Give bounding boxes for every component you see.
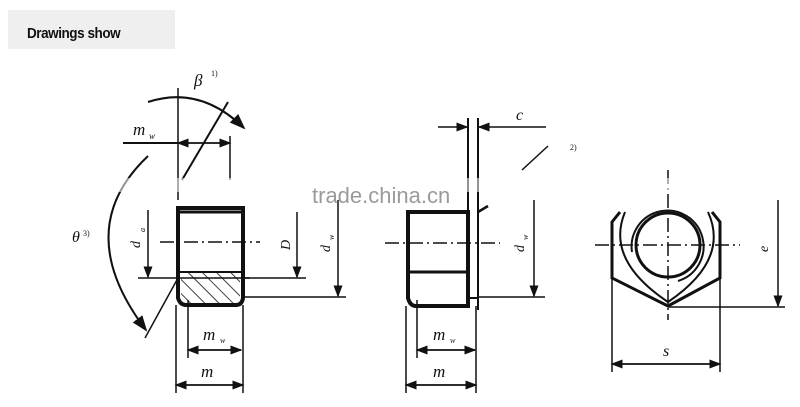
- mw-bottom-label: m: [203, 325, 215, 344]
- m-label-side: m: [433, 362, 445, 381]
- section-view: [107, 88, 346, 393]
- c-label: c: [516, 107, 523, 124]
- mw-bottom-sub: w: [220, 336, 226, 345]
- dw-sub-side: w: [521, 234, 530, 240]
- top-view-labels: e s: [663, 246, 772, 360]
- dw-label-side: d: [513, 244, 528, 252]
- da-sub: a: [138, 228, 147, 232]
- D-label: D: [279, 240, 294, 251]
- top-view: [595, 170, 785, 372]
- header-title: Drawings show: [27, 25, 121, 42]
- side-view: [385, 118, 549, 393]
- side-view-labels: c 2) d w m w m: [433, 107, 577, 381]
- beta-note: 1): [211, 69, 218, 78]
- section-view-labels: β 1) m w θ 3) d a D d w m w m: [72, 69, 336, 381]
- mw-label-side: m: [433, 325, 445, 344]
- mw-top-label: m: [133, 120, 145, 139]
- e-label: e: [757, 246, 772, 252]
- dw-sub: w: [327, 234, 336, 240]
- mw-sub-side: w: [450, 336, 456, 345]
- dw-label: d: [319, 244, 334, 252]
- m-label: m: [201, 362, 213, 381]
- watermark-text: trade.china.cn: [312, 183, 450, 208]
- theta-label: θ: [72, 229, 80, 246]
- beta-label: β: [193, 71, 203, 90]
- s-label: s: [663, 343, 669, 360]
- theta-note: 3): [83, 229, 90, 238]
- mw-top-sub: w: [149, 131, 155, 141]
- header-bar: [8, 10, 175, 49]
- watermark: trade.china.cn: [100, 178, 800, 208]
- da-label: d: [129, 240, 144, 248]
- note-2-label: 2): [570, 143, 577, 152]
